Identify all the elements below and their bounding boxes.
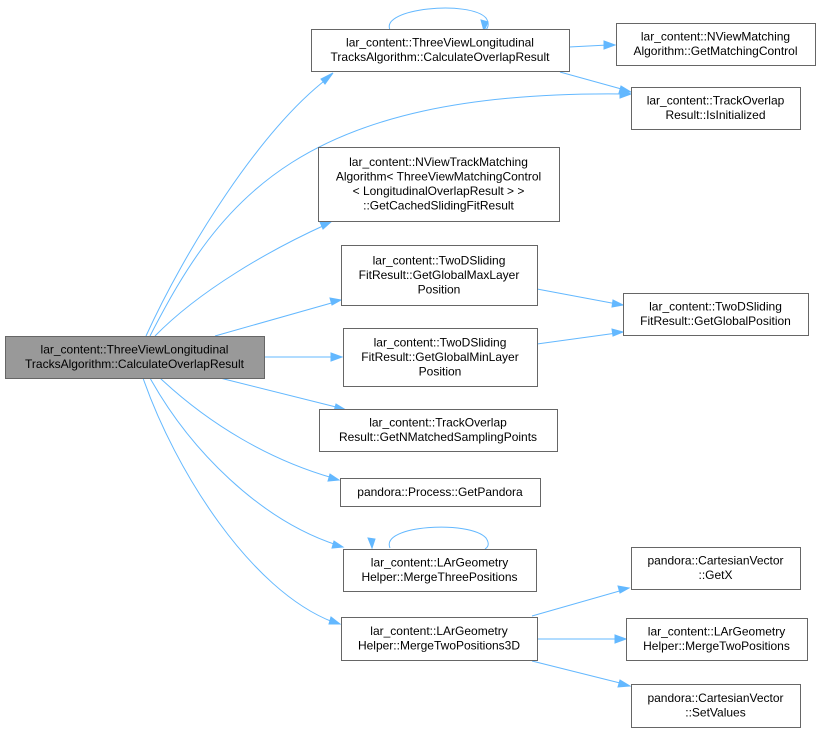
node-get-matching-control[interactable]: lar_content::NViewMatchingAlgorithm::Get… — [616, 23, 816, 66]
node-label-line: FitResult::GetGlobalMaxLayer — [359, 268, 520, 282]
edge-arrowhead — [331, 540, 345, 549]
edge-merge-two-3d-to-get-x — [531, 589, 624, 617]
node-label-line: Algorithm::GetMatchingControl — [633, 44, 797, 58]
node-box — [343, 549, 537, 592]
node-box — [631, 547, 801, 590]
node-box — [340, 478, 541, 507]
node-label-line: lar_content::TrackOverlap — [369, 416, 507, 430]
node-get-x[interactable]: pandora::CartesianVector::GetX — [631, 547, 801, 590]
node-label-line: lar_content::LArGeometry — [371, 556, 508, 570]
node-label-line: < LongitudinalOverlapResult > > — [353, 184, 525, 198]
node-label-line: Algorithm< ThreeViewMatchingControl — [336, 170, 541, 184]
node-label-line: FitResult::GetGlobalMinLayer — [361, 350, 518, 364]
node-label-line: ::GetCachedSlidingFitResult — [363, 199, 514, 213]
edge-arrowhead — [330, 352, 344, 362]
edge-max-layer-to-global-position — [536, 288, 618, 305]
edge-calc-overlap-to-matching-control — [568, 44, 609, 48]
edge-root-to-is-initialized — [149, 93, 626, 337]
edge-root-to-n-matched — [219, 377, 341, 409]
node-box — [343, 328, 538, 387]
edge-arrowhead — [320, 72, 334, 85]
node-box — [623, 293, 809, 336]
node-label-line: Helper::MergeThreePositions — [361, 570, 517, 584]
node-is-initialized[interactable]: lar_content::TrackOverlapResult::IsIniti… — [631, 87, 801, 130]
node-box — [631, 684, 801, 728]
edge-arrowhead — [603, 40, 617, 50]
node-label-line: Position — [419, 364, 462, 378]
edge-arrowhead — [611, 328, 625, 337]
node-label-line: Result::GetNMatchedSamplingPoints — [339, 430, 537, 444]
node-label-line: TracksAlgorithm::CalculateOverlapResult — [331, 50, 551, 64]
node-label-line: pandora::CartesianVector — [647, 554, 783, 568]
node-box — [341, 245, 538, 306]
node-label-line: lar_content::ThreeViewLongitudinal — [41, 343, 229, 357]
node-box — [616, 23, 816, 66]
node-root[interactable]: lar_content::ThreeViewLongitudinalTracks… — [5, 336, 265, 379]
node-get-global-position[interactable]: lar_content::TwoDSlidingFitResult::GetGl… — [623, 293, 809, 336]
edge-arrowhead — [614, 634, 628, 644]
edge-arrowhead — [367, 537, 376, 550]
node-label-line: TracksAlgorithm::CalculateOverlapResult — [25, 357, 245, 371]
edge-arrowhead — [328, 616, 342, 625]
node-get-global-min-layer[interactable]: lar_content::TwoDSlidingFitResult::GetGl… — [343, 328, 538, 387]
node-label-line: lar_content::TwoDSliding — [374, 335, 507, 349]
node-set-values[interactable]: pandora::CartesianVector::SetValues — [631, 684, 801, 728]
node-box — [5, 336, 265, 379]
edge-merge-three-self-loop — [388, 526, 489, 550]
node-label-line: Helper::MergeTwoPositions3D — [358, 639, 520, 653]
node-merge-two[interactable]: lar_content::LArGeometryHelper::MergeTwo… — [626, 618, 808, 661]
node-calc-overlap-self[interactable]: lar_content::ThreeViewLongitudinalTracks… — [311, 29, 570, 72]
edge-arrowhead — [480, 19, 489, 33]
call-graph-nodes: lar_content::ThreeViewLongitudinalTracks… — [5, 23, 816, 728]
node-label-line: ::SetValues — [685, 706, 745, 720]
edge-merge-two-3d-to-set-values — [531, 660, 625, 685]
node-label-line: Position — [418, 282, 461, 296]
node-box — [318, 147, 560, 222]
node-box — [341, 617, 538, 661]
edge-root-to-merge-three — [149, 377, 338, 546]
node-box — [631, 87, 801, 130]
edge-arrowhead — [319, 220, 334, 230]
edge-root-to-get-pandora — [159, 377, 334, 479]
edge-arrowhead — [617, 585, 631, 594]
node-get-global-max-layer[interactable]: lar_content::TwoDSlidingFitResult::GetGl… — [341, 245, 538, 306]
edge-calc-overlap-self-loop — [388, 7, 489, 32]
node-box — [626, 618, 808, 661]
edge-root-to-global-max — [214, 301, 336, 337]
edge-arrowhead — [327, 473, 341, 482]
node-label-line: lar_content::TwoDSliding — [373, 253, 506, 267]
node-merge-three[interactable]: lar_content::LArGeometryHelper::MergeThr… — [343, 549, 537, 592]
call-graph-edges — [142, 7, 633, 688]
node-get-pandora[interactable]: pandora::Process::GetPandora — [340, 478, 541, 507]
edge-root-to-cached-sliding-fit — [154, 224, 326, 337]
node-label-line: lar_content::NViewTrackMatching — [349, 155, 528, 169]
node-label-line: lar_content::LArGeometry — [648, 625, 785, 639]
node-label-line: lar_content::ThreeViewLongitudinal — [346, 36, 534, 50]
edge-arrowhead — [617, 679, 632, 688]
node-get-n-matched[interactable]: lar_content::TrackOverlapResult::GetNMat… — [319, 409, 558, 452]
node-label-line: lar_content::TwoDSliding — [649, 300, 782, 314]
node-box — [311, 29, 570, 72]
edge-min-layer-to-global-position — [536, 332, 618, 345]
node-merge-two-3d[interactable]: lar_content::LArGeometryHelper::MergeTwo… — [341, 617, 538, 661]
edge-root-to-calc-overlap — [145, 77, 329, 337]
edge-arrowhead — [611, 299, 625, 308]
node-label-line: pandora::CartesianVector — [647, 691, 783, 705]
node-label-line: pandora::Process::GetPandora — [357, 485, 523, 499]
node-label-line: lar_content::TrackOverlap — [647, 94, 785, 108]
edge-arrowhead — [329, 297, 343, 306]
node-label-line: Result::IsInitialized — [665, 108, 765, 122]
node-label-line: ::GetX — [698, 568, 732, 582]
node-get-cached-sliding-fit[interactable]: lar_content::NViewTrackMatchingAlgorithm… — [318, 147, 560, 222]
node-label-line: lar_content::LArGeometry — [370, 624, 507, 638]
node-label-line: Helper::MergeTwoPositions — [643, 639, 790, 653]
node-box — [319, 409, 558, 452]
node-label-line: lar_content::NViewMatching — [641, 30, 790, 44]
edge-arrowhead — [618, 85, 633, 94]
edge-root-to-merge-two-3d — [142, 377, 334, 623]
node-label-line: FitResult::GetGlobalPosition — [640, 314, 791, 328]
edge-calc-overlap-to-is-initialized — [559, 71, 626, 91]
